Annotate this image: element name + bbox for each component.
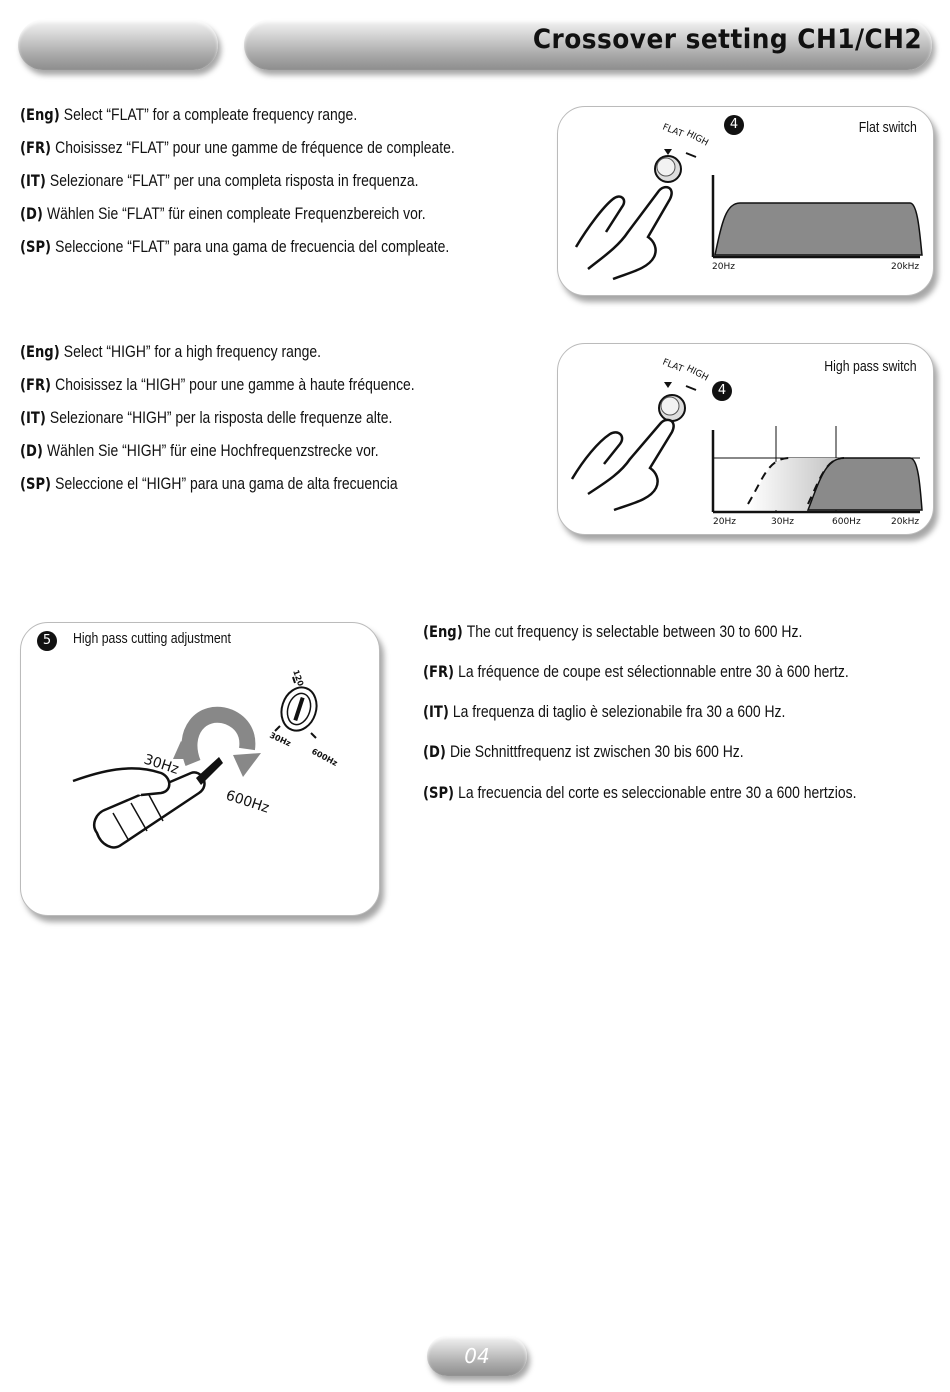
axis-label-20khz: 20kHz xyxy=(891,517,919,527)
adjust-line-sp: (SP)La frecuencia del corte es seleccion… xyxy=(423,783,857,802)
knob-tick-left xyxy=(274,725,281,732)
high-pass-switch-caption: High pass switch xyxy=(824,358,917,375)
flat-switch-caption: Flat switch xyxy=(858,119,917,136)
flat-line-it: (IT)Selezionare “FLAT” per una completa … xyxy=(20,171,419,190)
high-pass-switch-figure: FLAT HIGH 20Hz 30Hz 600Hz 20kHz 4 High p… xyxy=(557,343,934,535)
step-badge: 5 xyxy=(37,631,57,651)
hand-thumb-icon xyxy=(570,431,624,480)
axis-label-30hz: 30Hz xyxy=(771,517,794,527)
flat-line-eng: (Eng)Select “FLAT” for a compleate frequ… xyxy=(20,105,358,124)
knob-tick-top xyxy=(292,676,296,684)
flat-marker-icon xyxy=(664,149,672,155)
high-pass-response-curve xyxy=(806,457,923,511)
hand-pointing-icon xyxy=(587,185,673,281)
axis-label-20khz: 20kHz xyxy=(891,262,919,272)
axis-label-20hz: 20Hz xyxy=(712,262,735,272)
high-marker-icon xyxy=(685,152,697,158)
knob-label-600hz: 600Hz xyxy=(310,747,339,768)
switch-cap-icon xyxy=(656,157,676,177)
adjust-caption: High pass cutting adjustment xyxy=(73,630,231,647)
rotate-arrow-tail-icon xyxy=(173,741,197,759)
screwdriver-shaft-icon xyxy=(196,757,223,785)
flat-switch-figure: FLAT HIGH 20Hz 20kHz 4 Flat switch xyxy=(557,106,934,296)
cutoff-30hz-dashed-curve xyxy=(747,457,791,505)
hand-thumb-icon xyxy=(574,195,626,248)
header-title-bar xyxy=(244,20,932,70)
flat-switch-label: FLAT xyxy=(661,123,685,140)
high-pass-adjust-illustration: 120 30Hz 600Hz 30Hz 600Hz xyxy=(72,669,339,849)
high-marker-icon xyxy=(685,385,697,391)
page-number: 04 xyxy=(464,1344,490,1368)
flat-switch-label: FLAT xyxy=(661,358,685,375)
adjust-line-eng: (Eng)The cut frequency is selectable bet… xyxy=(423,622,803,641)
high-line-sp: (SP)Seleccione el “HIGH” para una gama d… xyxy=(20,474,398,493)
axis-label-600hz: 600Hz xyxy=(832,517,861,527)
high-line-eng: (Eng)Select “HIGH” for a high frequency … xyxy=(20,342,322,361)
high-line-d: (D)Wählen Sie “HIGH” für eine Hochfreque… xyxy=(20,441,379,460)
knob-tick-right xyxy=(310,732,317,739)
flat-response-curve xyxy=(714,202,923,256)
step-badge: 4 xyxy=(724,115,744,135)
adjust-line-d: (D)Die Schnittfrequenz ist zwischen 30 b… xyxy=(423,742,744,761)
hand-pointing-icon xyxy=(587,418,675,512)
axis-label-20hz: 20Hz xyxy=(713,517,736,527)
high-line-it: (IT)Selezionare “HIGH” per la risposta d… xyxy=(20,408,393,427)
step-badge: 4 xyxy=(712,381,732,401)
high-pass-switch-illustration: FLAT HIGH 20Hz 30Hz 600Hz 20kHz xyxy=(570,358,923,527)
high-line-fr: (FR)Choisissez la “HIGH” pour une gamme … xyxy=(20,375,415,394)
high-pass-adjust-figure: 120 30Hz 600Hz 30Hz 600Hz 5 High pass cu… xyxy=(20,622,380,916)
switch-cap-icon xyxy=(660,396,680,416)
hand-grip-icon xyxy=(72,767,171,797)
flat-line-sp: (SP)Seleccione “FLAT” para una gama de f… xyxy=(20,237,450,256)
adjust-knob-icon xyxy=(280,686,318,732)
flat-line-d: (D)Wählen Sie “FLAT” für einen compleate… xyxy=(20,204,426,223)
high-switch-label: HIGH xyxy=(685,129,710,149)
page-number-pill xyxy=(427,1336,527,1376)
flat-line-fr: (FR)Choisissez “FLAT” pour une gamme de … xyxy=(20,138,455,157)
arrow-label-600hz: 600Hz xyxy=(224,788,271,817)
knob-label-30hz: 30Hz xyxy=(268,731,292,749)
header-left-pill xyxy=(18,20,218,70)
adjust-line-it: (IT)La frequenza di taglio è selezionabi… xyxy=(423,702,786,721)
flat-marker-icon xyxy=(664,382,672,388)
rotate-arrow-icon xyxy=(181,707,256,766)
rotate-arrow-head-icon xyxy=(233,753,261,777)
high-switch-label: HIGH xyxy=(685,364,710,384)
screwdriver-grip-icon xyxy=(112,794,164,842)
page-title: Crossover setting CH1/CH2 xyxy=(532,24,922,55)
cutoff-600hz-dashed-curve xyxy=(807,457,845,505)
adjust-line-fr: (FR)La fréquence de coupe est sélectionn… xyxy=(423,662,849,681)
flat-switch-illustration: FLAT HIGH 20Hz 20kHz xyxy=(574,123,923,281)
